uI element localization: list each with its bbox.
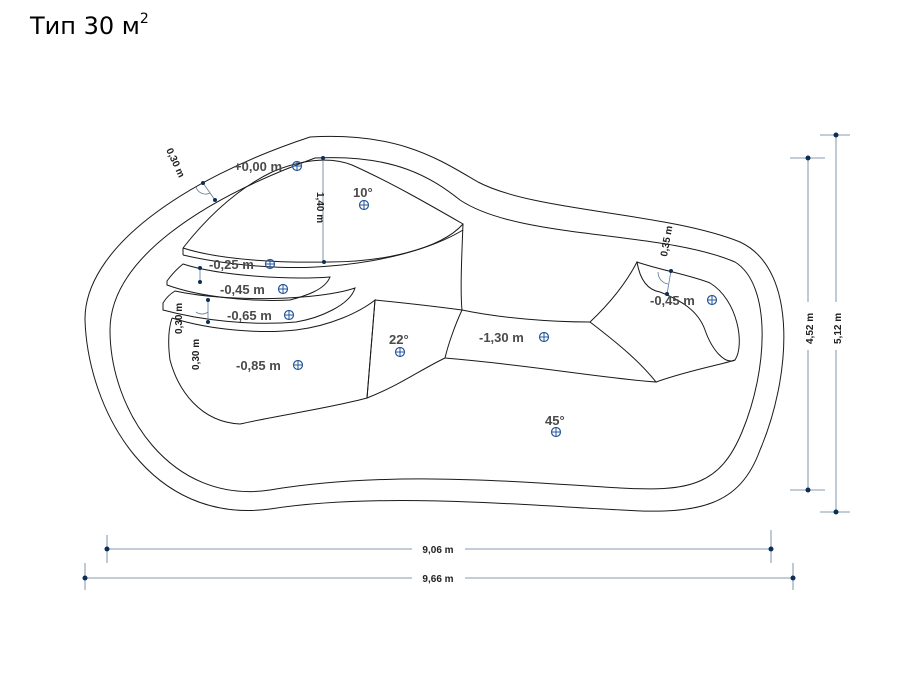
rim-width-dot-b [213, 198, 217, 202]
page-title: Тип 30 м2 [30, 11, 149, 40]
width-inner-dot-right [768, 546, 774, 552]
upper-shelf [182, 159, 464, 263]
depth-label-top: +0,00 m [234, 159, 282, 174]
right-rim-arc [657, 271, 669, 285]
dim-width-outer: 9,66 m [422, 574, 453, 585]
depth-label-right-shelf: -0,45 m [650, 293, 695, 308]
marker-step3 [283, 309, 295, 321]
width-outer-dot-right [790, 575, 796, 581]
slope-length-dot-b [322, 260, 326, 264]
dim-step-height-1: 0,30 m [174, 303, 185, 334]
step-height-dot-1a [198, 266, 202, 270]
depth-label-deep-left: -0,85 m [236, 358, 281, 373]
height-outer-dot-bottom [833, 509, 839, 515]
width-inner-dot-left [104, 546, 110, 552]
dim-height-inner: 4,52 m [805, 313, 816, 344]
width-outer-dot-left [82, 575, 88, 581]
dim-width-inner: 9,06 m [422, 545, 453, 556]
depth-label-step1: -0,25 m [209, 257, 254, 272]
slope-length-dot-a [321, 156, 325, 160]
step-height-dot-2a [206, 298, 210, 302]
marker-45deg [550, 426, 562, 438]
pond-outer-rim [84, 135, 785, 512]
right-rim-dot-a [669, 269, 673, 273]
marker-10deg [358, 199, 370, 211]
marker-22deg [394, 346, 406, 358]
dim-rim: 0,30 m [163, 147, 186, 180]
marker-right-shelf [706, 294, 718, 306]
dim-step-height-2: 0,30 m [191, 339, 202, 370]
marker-step1 [264, 258, 276, 270]
rim-width-marker [202, 182, 216, 201]
right-rim-dot-b [665, 292, 669, 296]
right-shelf-wall [589, 261, 638, 323]
right-shelf [636, 261, 740, 362]
depth-label-step3: -0,65 m [227, 308, 272, 323]
rim-width-arc [195, 186, 211, 195]
rim-width-dot-a [201, 181, 205, 185]
right-shelf-lower-wall [655, 359, 736, 383]
title-superscript: 2 [139, 11, 149, 27]
height-outer-dot-top [833, 132, 839, 138]
marker-deep-left [292, 359, 304, 371]
step1-face [182, 229, 464, 269]
angle-label-10: 10° [353, 185, 373, 200]
step-height-arc-2 [195, 311, 209, 315]
pond-inner-rim [109, 157, 763, 493]
deep-left-basin [168, 298, 376, 425]
depth-label-step2: -0,45 m [220, 282, 265, 297]
marker-top [291, 160, 303, 172]
right-rim-marker [666, 270, 672, 295]
angle-label-22: 22° [389, 332, 409, 347]
central-floor-edge [366, 299, 446, 399]
height-inner-dot-top [805, 155, 811, 161]
marker-step2 [277, 283, 289, 295]
title-text: Тип 30 м [30, 12, 140, 40]
step-height-dot-2b [206, 320, 210, 324]
marker-channel [538, 331, 550, 343]
dim-slope-length: 1,40 m [314, 192, 325, 223]
dim-right-rim: 0,35 m [659, 225, 675, 258]
step2 [162, 287, 356, 324]
channel-floor [444, 309, 658, 383]
angle-label-45: 45° [545, 413, 565, 428]
step-height-dot-1b [198, 280, 202, 284]
depth-label-channel: -1,30 m [479, 330, 524, 345]
dim-height-outer: 5,12 m [833, 313, 844, 344]
height-inner-dot-bottom [805, 487, 811, 493]
